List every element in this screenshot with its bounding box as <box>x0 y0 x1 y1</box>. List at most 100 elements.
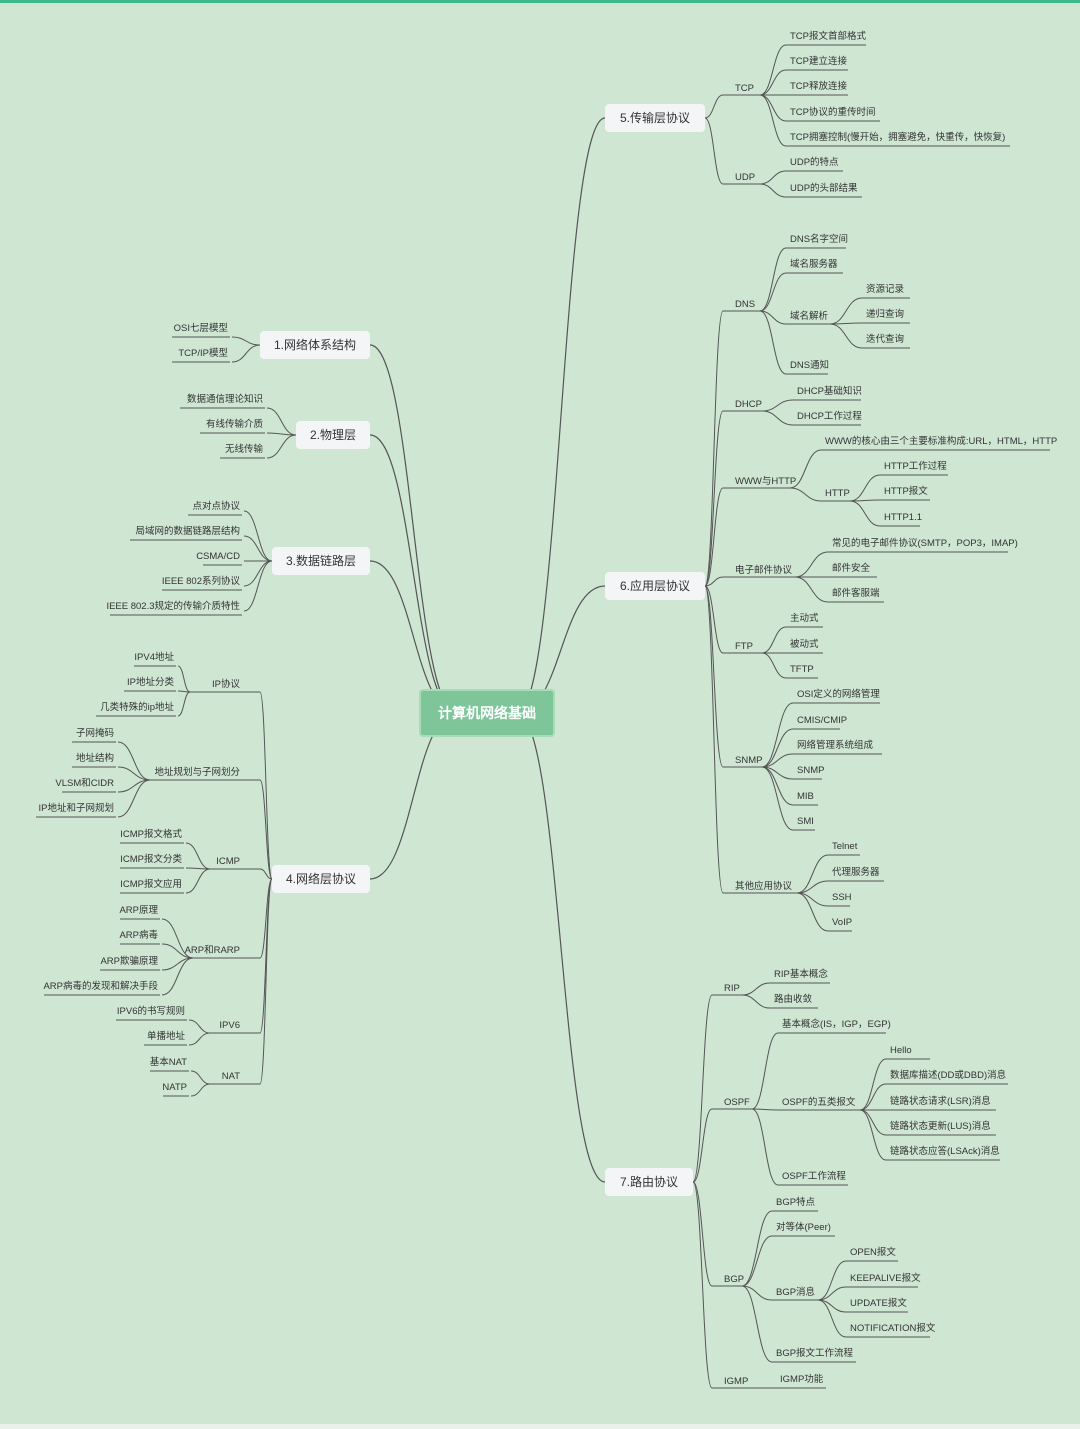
topic-node[interactable]: 链路状态应答(LSAck)消息 <box>890 1146 1000 1157</box>
branch-node[interactable]: 1.网络体系结构 <box>260 331 370 359</box>
mindmap-root-node[interactable]: 计算机网络基础 <box>419 689 555 737</box>
topic-node[interactable]: 局域网的数据链路层结构 <box>135 526 240 537</box>
topic-node[interactable]: 子网掩码 <box>75 728 114 739</box>
topic-node[interactable]: HTTP工作过程 <box>884 461 947 472</box>
topic-node[interactable]: 数据库描述(DD或DBD)消息 <box>890 1070 1007 1081</box>
topic-node[interactable]: IP地址和子网规划 <box>38 803 114 814</box>
topic-node[interactable]: TCP报文首部格式 <box>790 31 867 42</box>
topic-node[interactable]: TCP协议的重传时间 <box>790 107 876 118</box>
subtopic-node[interactable]: DNS <box>735 299 756 310</box>
topic-node[interactable]: 单播地址 <box>146 1031 185 1042</box>
subtopic-node[interactable]: RIP <box>724 983 740 994</box>
subtopic-node[interactable]: WWW与HTTP <box>735 476 797 487</box>
topic-node[interactable]: ICMP报文应用 <box>120 879 182 890</box>
topic-node[interactable]: 资源记录 <box>866 284 905 295</box>
topic-node[interactable]: 对等体(Peer) <box>776 1222 831 1233</box>
topic-node[interactable]: 几类特殊的ip地址 <box>100 702 174 713</box>
topic-node[interactable]: IP地址分类 <box>127 677 174 688</box>
topic-node[interactable]: NOTIFICATION报文 <box>850 1323 936 1334</box>
subtopic-node[interactable]: 地址规划与子网划分 <box>154 767 240 778</box>
topic-node[interactable]: UDP的特点 <box>790 157 839 168</box>
topic-node[interactable]: DHCP工作过程 <box>797 411 862 422</box>
topic-node[interactable]: Hello <box>890 1045 912 1056</box>
subtopic-node[interactable]: IPV6 <box>219 1020 240 1031</box>
subtopic-node[interactable]: UDP <box>735 172 756 183</box>
subtopic-node[interactable]: BGP <box>724 1274 745 1285</box>
topic-node[interactable]: VoIP <box>832 917 853 928</box>
topic-node[interactable]: SNMP <box>797 765 825 776</box>
subtopic-node[interactable]: OSPF的五类报文 <box>782 1097 856 1108</box>
topic-node[interactable]: 主动式 <box>790 613 819 624</box>
topic-node[interactable]: WWW的核心由三个主要标准构成:URL，HTML，HTTP <box>825 436 1058 447</box>
branch-node[interactable]: 6.应用层协议 <box>605 572 705 600</box>
subtopic-node[interactable]: NAT <box>221 1071 240 1082</box>
topic-node[interactable]: 地址结构 <box>75 753 114 764</box>
topic-node[interactable]: IPV4地址 <box>134 652 174 663</box>
topic-node[interactable]: 基本NAT <box>149 1057 187 1068</box>
topic-node[interactable]: 邮件安全 <box>832 563 871 574</box>
topic-node[interactable]: KEEPALIVE报文 <box>850 1273 921 1284</box>
topic-node[interactable]: 基本概念(IS，IGP，EGP) <box>782 1019 891 1030</box>
topic-node[interactable]: IGMP功能 <box>780 1374 824 1385</box>
topic-node[interactable]: OPEN报文 <box>850 1247 896 1258</box>
subtopic-node[interactable]: IGMP <box>724 1376 749 1387</box>
topic-node[interactable]: CMIS/CMIP <box>797 715 848 726</box>
topic-node[interactable]: 无线传输 <box>224 444 263 455</box>
topic-node[interactable]: 域名服务器 <box>790 259 838 270</box>
topic-node[interactable]: SMI <box>797 816 814 827</box>
topic-node[interactable]: OSI定义的网络管理 <box>797 689 880 700</box>
topic-node[interactable]: 常见的电子邮件协议(SMTP，POP3，IMAP) <box>832 538 1018 549</box>
subtopic-node[interactable]: BGP消息 <box>776 1287 816 1298</box>
branch-node[interactable]: 2.物理层 <box>296 421 370 449</box>
topic-node[interactable]: IEEE 802.3规定的传输介质特性 <box>106 601 240 612</box>
topic-node[interactable]: IEEE 802系列协议 <box>161 576 240 587</box>
topic-node[interactable]: TCP拥塞控制(慢开始，拥塞避免，快重传，快恢复) <box>790 132 1006 143</box>
topic-node[interactable]: VLSM和CIDR <box>55 778 114 789</box>
branch-node[interactable]: 3.数据链路层 <box>272 547 370 575</box>
topic-node[interactable]: 代理服务器 <box>832 867 880 878</box>
subtopic-node[interactable]: 域名解析 <box>790 311 829 322</box>
topic-node[interactable]: BGP特点 <box>776 1197 816 1208</box>
subtopic-node[interactable]: HTTP <box>825 488 850 499</box>
topic-node[interactable]: ARP病毒的发现和解决手段 <box>43 981 158 992</box>
topic-node[interactable]: NATP <box>162 1082 187 1093</box>
topic-node[interactable]: TCP建立连接 <box>790 56 848 67</box>
subtopic-node[interactable]: IP协议 <box>212 679 240 690</box>
topic-node[interactable]: TCP/IP模型 <box>178 348 228 359</box>
topic-node[interactable]: DHCP基础知识 <box>797 386 862 397</box>
topic-node[interactable]: 路由收敛 <box>774 994 813 1005</box>
topic-node[interactable]: UPDATE报文 <box>850 1298 907 1309</box>
topic-node[interactable]: ARP欺骗原理 <box>100 956 158 967</box>
topic-node[interactable]: ARP病毒 <box>119 930 158 941</box>
topic-node[interactable]: 数据通信理论知识 <box>186 394 263 405</box>
subtopic-node[interactable]: FTP <box>735 641 753 652</box>
topic-node[interactable]: ICMP报文分类 <box>120 854 182 865</box>
subtopic-node[interactable]: TCP <box>735 83 754 94</box>
branch-node[interactable]: 7.路由协议 <box>605 1168 693 1196</box>
subtopic-node[interactable]: 其他应用协议 <box>735 881 793 892</box>
topic-node[interactable]: CSMA/CD <box>196 551 240 562</box>
topic-node[interactable]: 邮件客服端 <box>832 588 880 599</box>
topic-node[interactable]: IPV6的书写规则 <box>116 1006 185 1017</box>
topic-node[interactable]: 点对点协议 <box>192 501 240 512</box>
topic-node[interactable]: Telnet <box>832 841 858 852</box>
subtopic-node[interactable]: 电子邮件协议 <box>735 565 793 576</box>
topic-node[interactable]: RIP基本概念 <box>774 969 828 980</box>
topic-node[interactable]: HTTP报文 <box>884 486 928 497</box>
subtopic-node[interactable]: ICMP <box>216 856 240 867</box>
subtopic-node[interactable]: ARP和RARP <box>184 945 240 956</box>
topic-node[interactable]: 迭代查询 <box>866 334 905 345</box>
subtopic-node[interactable]: DHCP <box>735 399 762 410</box>
topic-node[interactable]: ARP原理 <box>119 905 158 916</box>
topic-node[interactable]: HTTP1.1 <box>884 512 923 523</box>
topic-node[interactable]: TFTP <box>790 664 814 675</box>
topic-node[interactable]: ICMP报文格式 <box>120 829 182 840</box>
topic-node[interactable]: 网络管理系统组成 <box>797 740 874 751</box>
subtopic-node[interactable]: SNMP <box>735 755 763 766</box>
topic-node[interactable]: DNS通知 <box>790 360 830 371</box>
topic-node[interactable]: TCP释放连接 <box>790 81 848 92</box>
topic-node[interactable]: 递归查询 <box>866 309 905 320</box>
topic-node[interactable]: 链路状态请求(LSR)消息 <box>890 1096 991 1107</box>
topic-node[interactable]: DNS名字空间 <box>790 234 849 245</box>
topic-node[interactable]: OSI七层模型 <box>173 323 228 334</box>
